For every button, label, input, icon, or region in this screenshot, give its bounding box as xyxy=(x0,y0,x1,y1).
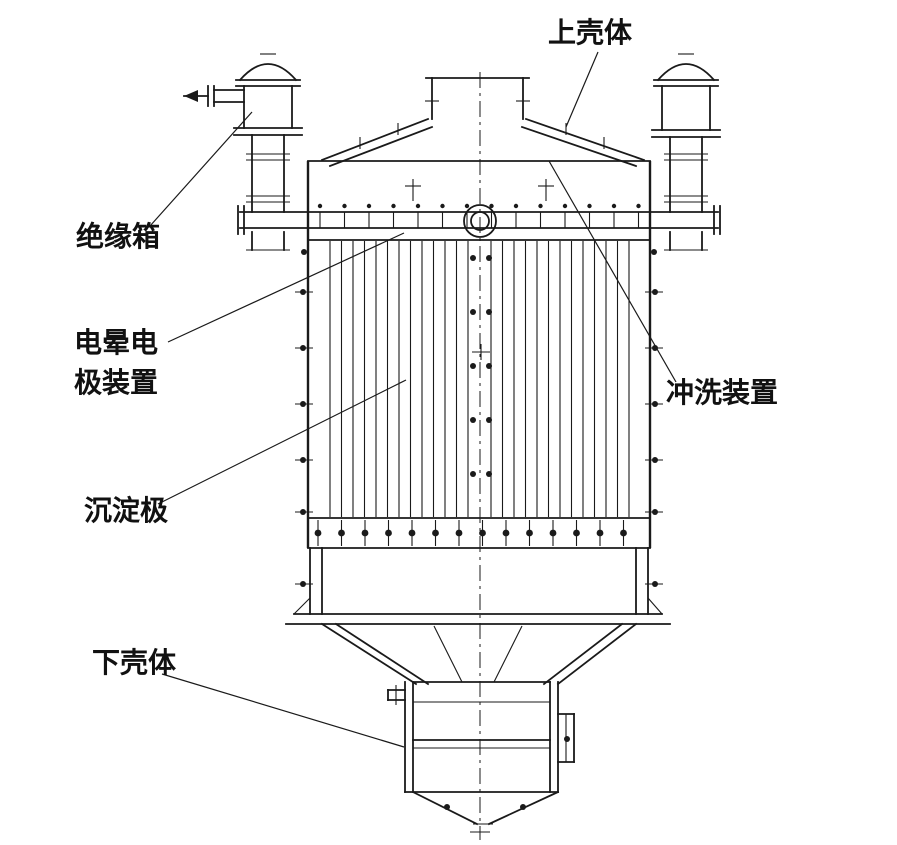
label-leader-lines xyxy=(149,51,677,748)
label-corona-electrode-1: 电晕电 xyxy=(74,327,158,359)
label-insulation-box: 绝缘箱 xyxy=(76,220,160,253)
gas-inlet-arrow xyxy=(184,90,198,102)
leader-lower-shell xyxy=(161,673,405,748)
label-flushing-device: 冲洗装置 xyxy=(666,377,778,409)
lower-shell-hopper xyxy=(285,547,671,833)
label-corona-electrode-2: 极装置 xyxy=(74,367,158,399)
collecting-electrode-tubes xyxy=(329,241,630,517)
lower-tube-sheet-bolts xyxy=(314,520,627,546)
upper-shell-header xyxy=(237,160,721,255)
leader-flushing-device xyxy=(548,160,677,383)
top-duct xyxy=(425,77,530,120)
label-lower-shell: 下壳体 xyxy=(92,647,177,679)
label-upper-shell: 上壳体 xyxy=(548,17,633,49)
upper-shell-roof xyxy=(320,117,646,168)
leader-corona-electrode xyxy=(167,232,405,343)
leader-insulation-box xyxy=(149,111,253,227)
corona-electrode-frame xyxy=(470,255,492,477)
main-shell-body xyxy=(306,161,652,549)
label-collecting-electrode: 沉淀极 xyxy=(84,494,168,527)
leader-upper-shell xyxy=(565,51,599,128)
left-insulator-box xyxy=(183,53,303,251)
shell-wall-stiffeners xyxy=(295,289,663,515)
top-flange-bolts xyxy=(317,203,641,228)
leader-collecting-electrode xyxy=(157,379,407,505)
right-insulator-box xyxy=(651,53,721,251)
